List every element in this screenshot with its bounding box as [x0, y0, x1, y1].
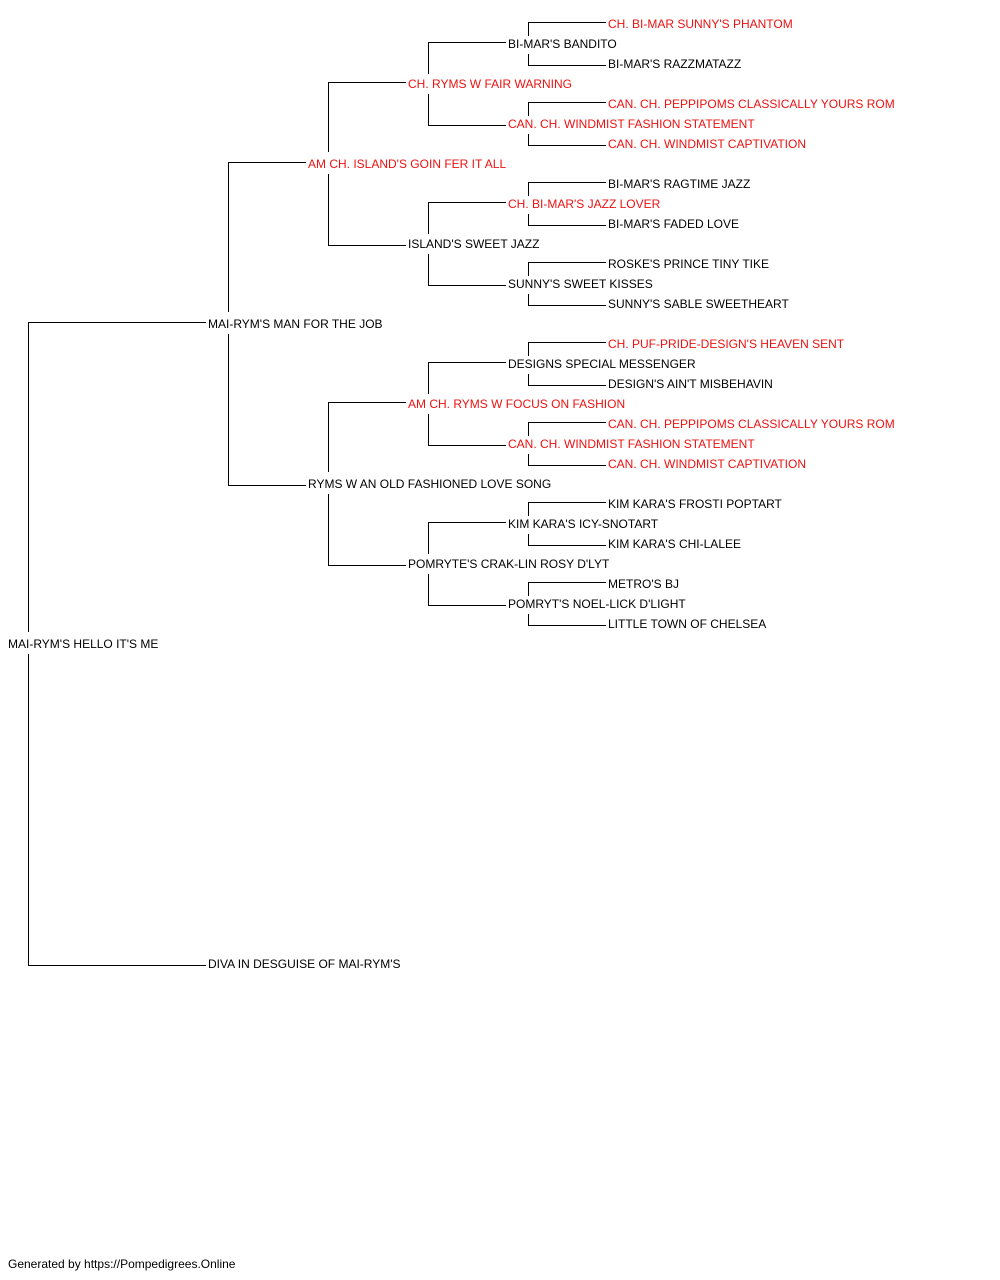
ancestor-sddss-name: KIM KARA'S FROSTI POPTART [608, 497, 782, 511]
ancestor-sssd-name: CAN. CH. WINDMIST FASHION STATEMENT [508, 117, 755, 131]
generated-by-footer: Generated by https://Pompedigrees.Online [8, 1257, 236, 1271]
ancestor-sssdd-name: CAN. CH. WINDMIST CAPTIVATION [608, 137, 807, 151]
ancestor-ssds-name: CH. BI-MAR'S JAZZ LOVER [508, 197, 661, 211]
ancestor-sssds-name: CAN. CH. PEPPIPOMS CLASSICALLY YOURS ROM [608, 97, 895, 111]
sire-sire-name: AM CH. ISLAND'S GOIN FER IT ALL [308, 157, 507, 171]
sire-sire-sire-name: CH. RYMS W FAIR WARNING [408, 77, 573, 91]
ancestor-sdsd-name: CAN. CH. WINDMIST FASHION STATEMENT [508, 437, 755, 451]
subject-dog-name: MAI-RYM'S HELLO IT'S ME [8, 637, 159, 651]
ancestor-ssss-name: BI-MAR'S BANDITO [508, 37, 617, 51]
ancestor-sdsss-name: CH. PUF-PRIDE-DESIGN'S HEAVEN SENT [608, 337, 845, 351]
ancestor-sddsd-name: KIM KARA'S CHI-LALEE [608, 537, 741, 551]
ancestor-sdds-name: KIM KARA'S ICY-SNOTART [508, 517, 659, 531]
ancestor-ssdsd-name: BI-MAR'S FADED LOVE [608, 217, 739, 231]
ancestor-sddd-name: POMRYT'S NOEL-LICK D'LIGHT [508, 597, 686, 611]
sire-sire-dam-name: ISLAND'S SWEET JAZZ [408, 237, 540, 251]
ancestor-ssdd-name: SUNNY'S SWEET KISSES [508, 277, 653, 291]
ancestor-sddds-name: METRO'S BJ [608, 577, 679, 591]
sire-dam-dam-name: POMRYTE'S CRAK-LIN ROSY D'LYT [408, 557, 610, 571]
dam-name: DIVA IN DESGUISE OF MAI-RYM'S [208, 957, 401, 971]
ancestor-sdsds-name: CAN. CH. PEPPIPOMS CLASSICALLY YOURS ROM [608, 417, 895, 431]
sire-dam-name: RYMS W AN OLD FASHIONED LOVE SONG [308, 477, 552, 491]
ancestor-ssdss-name: BI-MAR'S RAGTIME JAZZ [608, 177, 751, 191]
ancestor-sdss-name: DESIGNS SPECIAL MESSENGER [508, 357, 696, 371]
ancestor-sssss-name: CH. BI-MAR SUNNY'S PHANTOM [608, 17, 793, 31]
ancestor-sdddd-name: LITTLE TOWN OF CHELSEA [608, 617, 767, 631]
ancestor-ssddd-name: SUNNY'S SABLE SWEETHEART [608, 297, 789, 311]
sire-dam-sire-name: AM CH. RYMS W FOCUS ON FASHION [408, 397, 626, 411]
sire-name: MAI-RYM'S MAN FOR THE JOB [208, 317, 383, 331]
ancestor-ssdds-name: ROSKE'S PRINCE TINY TIKE [608, 257, 770, 271]
ancestor-sdsdd-name: CAN. CH. WINDMIST CAPTIVATION [608, 457, 807, 471]
ancestor-ssssd-name: BI-MAR'S RAZZMATAZZ [608, 57, 742, 71]
ancestor-sdssd-name: DESIGN'S AIN'T MISBEHAVIN [608, 377, 773, 391]
